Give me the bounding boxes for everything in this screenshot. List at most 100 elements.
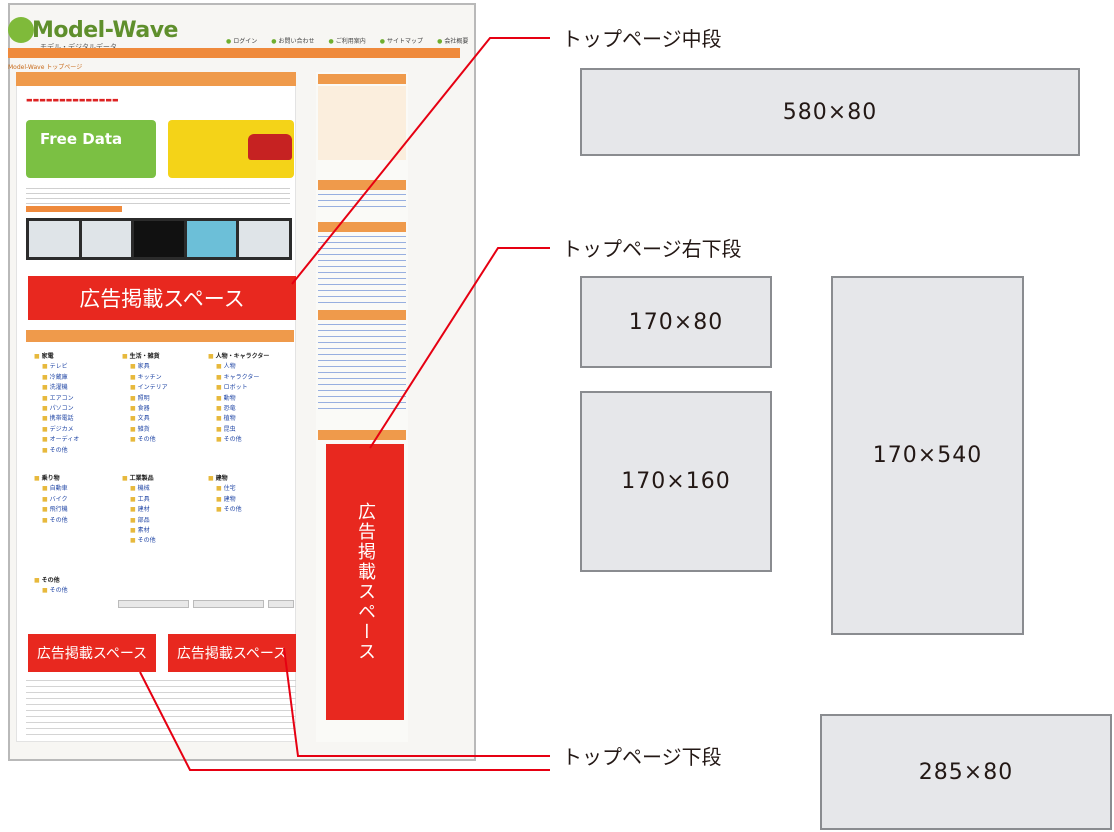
search-select[interactable] <box>193 600 264 608</box>
leader-line-middle <box>291 37 550 285</box>
category-item[interactable]: 動物 <box>208 394 269 404</box>
category-column-buildings: 建物 住宅 建物 その他 <box>208 474 242 516</box>
free-data-label: Free Data <box>40 130 123 148</box>
product-thumbnail-strip <box>26 218 292 260</box>
category-item[interactable]: パソコン <box>34 404 79 414</box>
nav-item: サイトマップ <box>380 36 423 45</box>
category-item[interactable]: 人物 <box>208 362 269 372</box>
category-item[interactable]: 恐竜 <box>208 404 269 414</box>
category-search-row <box>118 600 294 608</box>
leader-line-right-lower <box>369 247 550 449</box>
side-text <box>318 236 406 306</box>
category-item[interactable]: その他 <box>208 435 269 445</box>
category-item[interactable]: ロボット <box>208 383 269 393</box>
category-title: 家電 <box>34 352 79 362</box>
category-item[interactable]: キャラクター <box>208 373 269 383</box>
ad-space-middle: 広告掲載スペース <box>28 276 296 320</box>
product-thumb <box>186 221 237 257</box>
site-header-bar <box>8 48 460 58</box>
category-item[interactable]: デジカメ <box>34 425 79 435</box>
category-item[interactable]: その他 <box>34 516 68 526</box>
category-column-characters: 人物・キャラクター 人物 キャラクター ロボット 動物 恐竜 植物 昆虫 その他 <box>208 352 270 446</box>
category-item[interactable]: 工具 <box>122 495 156 505</box>
category-item[interactable]: 建物 <box>208 495 242 505</box>
search-button[interactable] <box>268 600 294 608</box>
category-column-other: その他 その他 <box>34 576 68 597</box>
ad-space-right-tall: 広告掲載スペース <box>326 444 404 720</box>
footer-text-block <box>26 680 296 740</box>
category-item[interactable]: その他 <box>34 586 68 596</box>
category-item[interactable]: 家具 <box>122 362 168 372</box>
logo-mark-icon <box>8 17 34 43</box>
category-column-vehicles: 乗り物 自動車 バイク 飛行機 その他 <box>34 474 68 526</box>
site-logo-subtitle: モデル・デジタルデータ <box>40 43 117 51</box>
nav-item: ご利用案内 <box>329 36 366 45</box>
nav-item: ログイン <box>226 36 257 45</box>
category-item[interactable]: 携帯電話 <box>34 414 79 424</box>
side-panel-header <box>318 180 406 190</box>
category-item[interactable]: その他 <box>34 446 79 456</box>
ad-size-285x80: 285×80 <box>820 714 1112 830</box>
category-column-living: 生活・雑貨 家具 キッチン インテリア 照明 食器 文具 雑貨 その他 <box>122 352 168 446</box>
category-item[interactable]: 照明 <box>122 394 168 404</box>
category-item[interactable]: バイク <box>34 495 68 505</box>
ad-size-170x80: 170×80 <box>580 276 772 368</box>
product-thumb <box>134 221 184 257</box>
category-item[interactable]: キッチン <box>122 373 168 383</box>
category-item[interactable]: 住宅 <box>208 484 242 494</box>
category-item[interactable]: 建材 <box>122 505 156 515</box>
intro-redline: ▬▬▬▬▬▬▬▬▬▬▬▬▬▬ <box>26 96 119 104</box>
callout-label-bottom: トップページ下段 <box>562 745 722 769</box>
ad-space-bottom-left: 広告掲載スペース <box>28 634 156 672</box>
category-item[interactable]: 昆虫 <box>208 425 269 435</box>
side-text <box>318 194 406 210</box>
section-heading-bar <box>26 206 122 212</box>
category-header <box>26 330 294 342</box>
category-item[interactable]: 洗濯機 <box>34 383 79 393</box>
login-panel <box>318 86 406 160</box>
side-panel-header <box>318 222 406 232</box>
category-item[interactable]: 自動車 <box>34 484 68 494</box>
top-nav: ログイン お問い合わせ ご利用案内 サイトマップ 会社概要 <box>226 36 468 45</box>
category-item[interactable]: その他 <box>122 435 168 445</box>
product-thumb <box>81 221 132 257</box>
category-item[interactable]: テレビ <box>34 362 79 372</box>
category-item[interactable]: 植物 <box>208 414 269 424</box>
ad-size-170x540: 170×540 <box>831 276 1024 635</box>
ad-size-170x160: 170×160 <box>580 391 772 572</box>
category-item[interactable]: 部品 <box>122 516 156 526</box>
site-logo: Model-Wave <box>32 18 178 43</box>
category-item[interactable]: 食器 <box>122 404 168 414</box>
nav-item: お問い合わせ <box>271 36 315 45</box>
category-title: 生活・雑貨 <box>122 352 168 362</box>
category-title: 乗り物 <box>34 474 68 484</box>
category-title: 人物・キャラクター <box>208 352 270 362</box>
callout-label-right-lower: トップページ右下段 <box>562 237 742 261</box>
side-text <box>318 324 406 410</box>
category-item[interactable]: オーディオ <box>34 435 80 445</box>
category-item[interactable]: 飛行機 <box>34 505 68 515</box>
category-item[interactable]: その他 <box>208 505 242 515</box>
sofa-image <box>248 134 292 160</box>
category-title: その他 <box>34 576 68 586</box>
category-title: 建物 <box>208 474 242 484</box>
category-item[interactable]: エアコン <box>34 394 79 404</box>
category-item[interactable]: 雑貨 <box>122 425 168 435</box>
search-select[interactable] <box>118 600 189 608</box>
product-thumb <box>239 221 289 257</box>
category-item[interactable]: その他 <box>122 536 156 546</box>
leader-line-bottom <box>283 647 550 757</box>
side-panel-header <box>318 310 406 320</box>
main-column-header <box>16 72 296 86</box>
nav-item: 会社概要 <box>437 36 468 45</box>
category-item[interactable]: 素材 <box>122 526 156 536</box>
side-panel-header <box>318 74 406 84</box>
category-title: 工業製品 <box>122 474 156 484</box>
category-item[interactable]: 冷蔵庫 <box>34 373 79 383</box>
category-item[interactable]: インテリア <box>122 383 168 393</box>
breadcrumb: Model-Wave トップページ <box>8 64 83 71</box>
category-item[interactable]: 機械 <box>122 484 156 494</box>
category-item[interactable]: 文具 <box>122 414 168 424</box>
category-column-industrial: 工業製品 機械 工具 建材 部品 素材 その他 <box>122 474 156 547</box>
